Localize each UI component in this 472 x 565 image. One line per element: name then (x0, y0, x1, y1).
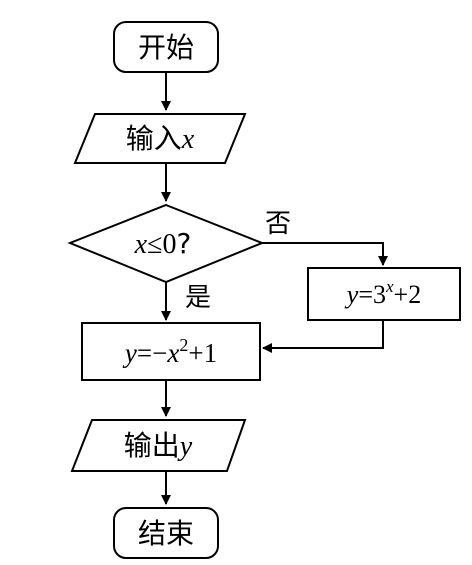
output-label: 输出y (124, 429, 193, 462)
input-node-shape (73, 113, 247, 164)
arrow-no-to-merge (262, 320, 384, 353)
yes-process-formula: y=−x2+1 (122, 335, 217, 368)
start-node: 开始 (113, 21, 219, 73)
decision-label: x≤0? (134, 227, 192, 260)
end-label: 结束 (138, 517, 194, 550)
no-process-node: y=3x+2 (307, 267, 461, 321)
end-node-shape (113, 507, 219, 559)
output-node-shape (70, 419, 247, 472)
no-process-formula: y=3x+2 (344, 277, 421, 309)
start-label: 开始 (138, 31, 194, 64)
input-node: 输入x (73, 113, 247, 164)
no-label: 否 (265, 209, 291, 239)
end-node: 结束 (113, 507, 219, 559)
yes-process-shape (81, 322, 261, 381)
yes-process-node: y=−x2+1 (81, 322, 261, 381)
arrow-decision-no (262, 242, 388, 266)
yes-label: 是 (185, 283, 211, 313)
output-node: 输出y (70, 419, 247, 472)
decision-node: x≤0? (67, 203, 265, 284)
input-label: 输入x (126, 122, 195, 155)
